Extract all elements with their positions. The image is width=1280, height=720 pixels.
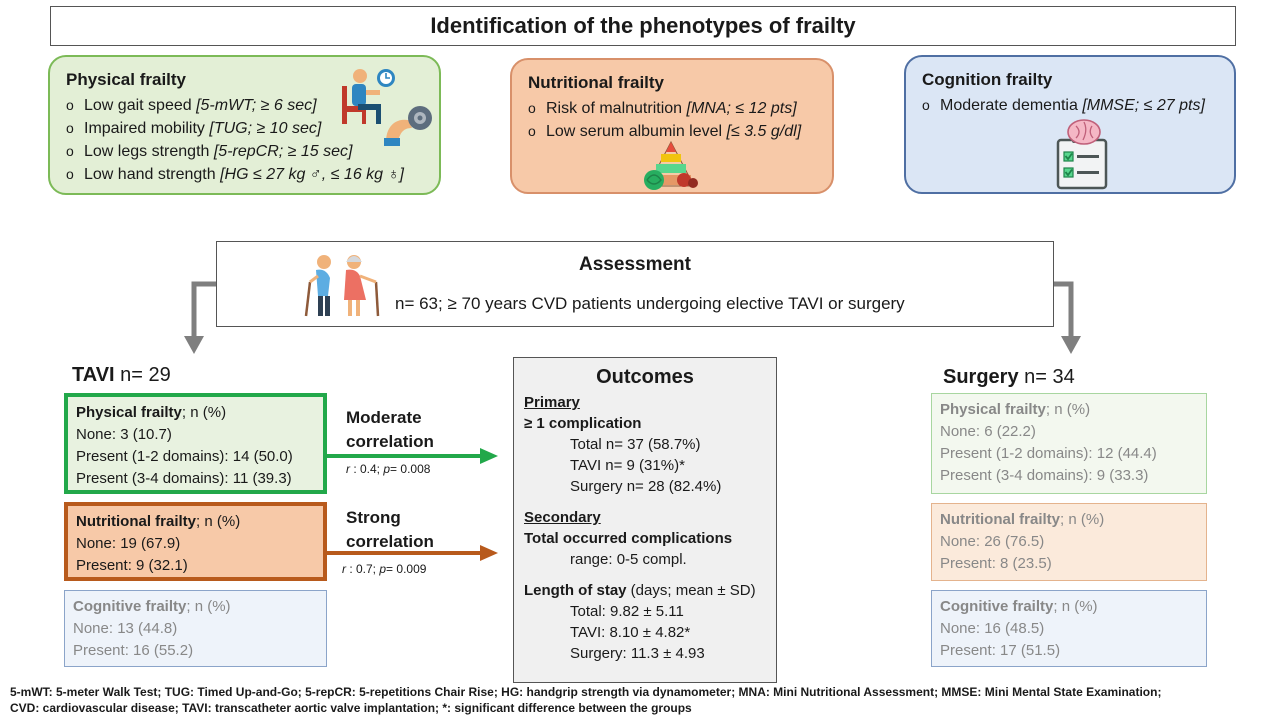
list-item: Total: 9.82 ± 5.11 [570,603,684,620]
brain-checklist-icon [1056,119,1108,190]
secondary-subheading: Total occurred complications [524,530,733,547]
surgery-group-title: Surgery n= 34 [943,366,1075,388]
primary-subheading: ≥ 1 complication [524,415,642,432]
elderly-couple-icon [304,255,380,317]
dumbbell-arm-icon [384,106,432,146]
list-item: None: 19 (67.9) [76,535,181,552]
list-item: TAVI: 8.10 ± 4.82* [570,624,691,641]
page-title: Identification of the phenotypes of frai… [50,6,1236,46]
surgery-nutritional-frailty-box: Nutritional frailty; n (%) None: 26 (76.… [931,503,1207,581]
nutritional-correlation-arrowhead [480,545,498,561]
list-item: None: 26 (76.5) [940,533,1045,550]
length-of-stay-heading: Length of stay (days; mean ± SD) [524,582,756,599]
list-item: range: 0-5 compl. [570,551,687,568]
surgery-physical-frailty-box: Physical frailty; n (%) None: 6 (22.2) P… [931,393,1207,494]
list-item: Present: 16 (55.2) [73,642,194,659]
tavi-nutritional-frailty-box: Nutritional frailty; n (%) None: 19 (67.… [64,502,327,581]
assessment-to-surgery-line [1054,281,1074,338]
outcomes-box: Outcomes Primary ≥ 1 complication Total … [513,357,777,683]
list-item: None: 6 (22.2) [940,423,1036,440]
physical-frailty-heading: Physical frailty [66,70,187,89]
nutritional-frailty-heading: Nutritional frailty [528,73,665,92]
list-item: None: 3 (10.7) [76,426,172,443]
assessment-to-tavi-arrowhead [184,336,204,354]
list-item: Present (1-2 domains): 14 (50.0) [76,448,293,465]
chair-exercise-icon [342,69,395,124]
assessment-heading: Assessment [579,254,691,275]
list-item: None: 13 (44.8) [73,620,178,637]
moderate-correlation-stat: r : 0.4; p= 0.008 [346,462,431,476]
assessment-to-surgery-arrowhead [1061,336,1081,354]
secondary-label: Secondary [524,509,601,526]
tavi-cognitive-frailty-box: Cognitive frailty; n (%) None: 13 (44.8)… [64,590,327,667]
primary-label: Primary [524,394,580,411]
list-item: Surgery: 11.3 ± 4.93 [570,645,705,662]
physical-correlation-arrowhead [480,448,498,464]
food-pyramid-icon [644,140,698,190]
footnote: 5-mWT: 5-meter Walk Test; TUG: Timed Up-… [10,685,1162,715]
list-item: Present (3-4 domains): 9 (33.3) [940,467,1149,484]
list-item: Surgery n= 28 (82.4%) [570,478,722,495]
list-item: Present: 8 (23.5) [940,555,1052,572]
list-item: Present (1-2 domains): 12 (44.4) [940,445,1157,462]
surgery-cognitive-frailty-box: Cognitive frailty; n (%) None: 16 (48.5)… [931,590,1207,667]
outcomes-heading: Outcomes [596,366,694,388]
assessment-text: n= 63; ≥ 70 years CVD patients undergoin… [395,294,905,313]
list-item: Present (3-4 domains): 11 (39.3) [76,470,292,487]
list-item: TAVI n= 9 (31%)* [570,457,685,474]
list-item: Present: 17 (51.5) [940,642,1061,659]
list-item: None: 16 (48.5) [940,620,1045,637]
strong-correlation-stat: r : 0.7; p= 0.009 [342,562,427,576]
list-item: Total n= 37 (58.7%) [570,436,701,453]
tavi-physical-frailty-box: Physical frailty; n (%) None: 3 (10.7) P… [64,393,327,494]
tavi-group-title: TAVI n= 29 [72,364,171,386]
list-item: Present: 9 (32.1) [76,557,188,574]
cognition-frailty-heading: Cognition frailty [922,70,1053,89]
assessment-to-tavi-line [191,281,216,338]
